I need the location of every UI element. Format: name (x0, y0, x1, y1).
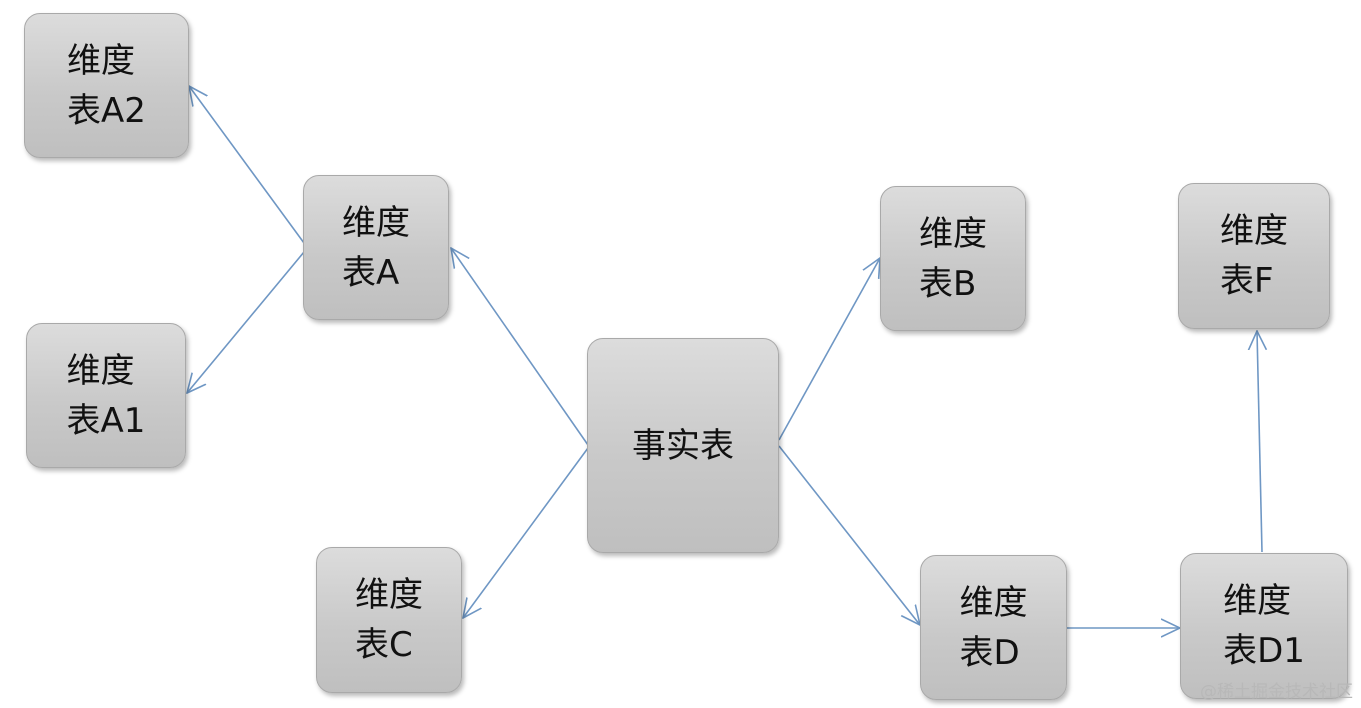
edge-fact-to-dim-a (451, 248, 589, 446)
node-fact: 事实表 (587, 338, 779, 553)
node-dim-c-label: 维度 表C (355, 575, 423, 665)
node-dim-a1: 维度 表A1 (26, 323, 186, 468)
node-dim-a1-label: 维度 表A1 (66, 350, 146, 441)
node-dim-a2: 维度 表A2 (24, 13, 189, 158)
node-dim-f-label: 维度 表F (1220, 211, 1288, 301)
edge-dim-a-to-dim-a2 (189, 86, 305, 244)
node-dim-a-label: 维度 表A (342, 202, 410, 293)
node-dim-b-label: 维度 表B (919, 213, 987, 304)
edge-dim-d1-to-dim-f (1257, 331, 1262, 553)
edge-fact-to-dim-b (778, 258, 880, 441)
node-dim-d-label: 维度 表D (959, 582, 1028, 673)
node-dim-c: 维度 表C (316, 547, 462, 693)
watermark-text: @稀土掘金技术社区 (1200, 682, 1353, 702)
node-fact-label: 事实表 (632, 425, 734, 466)
node-dim-d1-label: 维度 表D1 (1223, 581, 1305, 671)
node-dim-d1: 维度 表D1 (1180, 553, 1348, 699)
edge-dim-a-to-dim-a1 (187, 251, 305, 393)
edge-fact-to-dim-d (778, 445, 920, 625)
node-dim-d: 维度 表D (920, 555, 1067, 700)
node-dim-a2-label: 维度 表A2 (67, 40, 146, 131)
node-dim-f: 维度 表F (1178, 183, 1330, 329)
edge-fact-to-dim-c (463, 447, 589, 618)
node-dim-b: 维度 表B (880, 186, 1026, 331)
node-dim-a: 维度 表A (303, 175, 449, 320)
